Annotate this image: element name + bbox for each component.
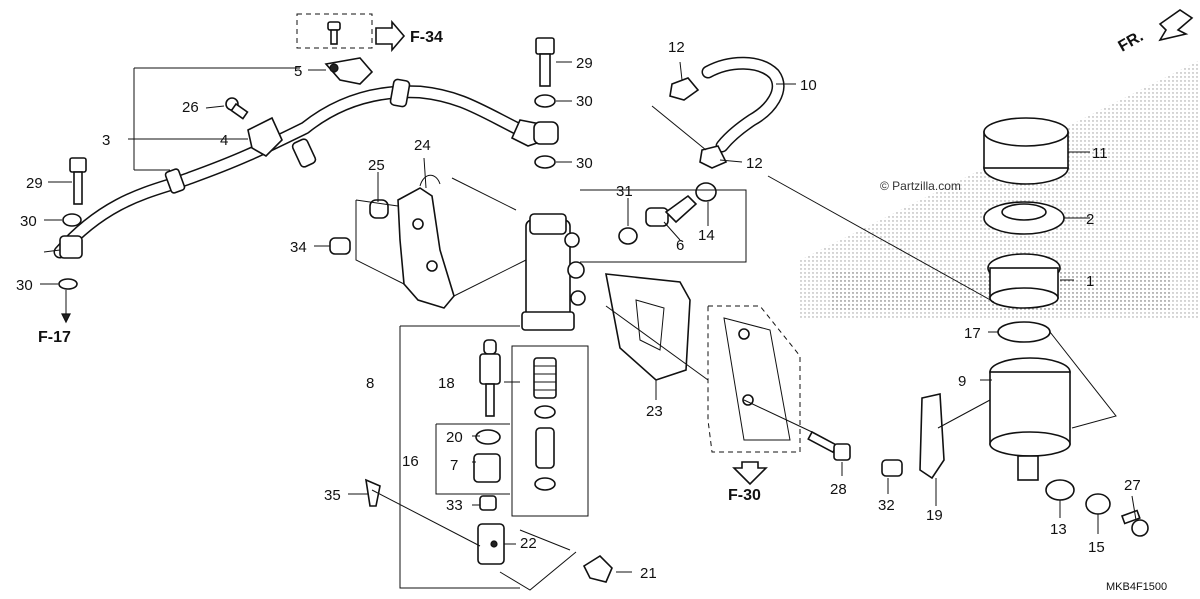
nut-33 bbox=[479, 495, 497, 511]
brake-hose bbox=[53, 78, 548, 259]
bolt-34 bbox=[329, 237, 351, 255]
callout-22: 22 bbox=[520, 535, 537, 552]
hose-clamp-12-upper bbox=[669, 77, 700, 101]
callout-16: 16 bbox=[402, 453, 419, 470]
cotter-pin-35 bbox=[364, 478, 381, 507]
callout-25: 25 bbox=[368, 157, 385, 174]
callout-31: 31 bbox=[616, 183, 633, 200]
callout-8: 8 bbox=[366, 375, 374, 392]
callout-10: 10 bbox=[800, 77, 817, 94]
callout-14: 14 bbox=[698, 227, 715, 244]
bolt-26 bbox=[225, 97, 249, 120]
banjo-bolt-top bbox=[535, 37, 555, 87]
ref-f30: F-30 bbox=[728, 487, 761, 504]
clip-21 bbox=[582, 554, 613, 583]
f30-arrow bbox=[732, 461, 768, 486]
callout-33: 33 bbox=[446, 497, 463, 514]
circlip-20 bbox=[475, 429, 501, 445]
ref-f17: F-17 bbox=[38, 329, 71, 346]
callout-17: 17 bbox=[964, 325, 981, 342]
plate-2 bbox=[983, 201, 1065, 235]
piston-spring-set bbox=[533, 357, 557, 491]
bolt-32 bbox=[881, 459, 903, 477]
boot-7 bbox=[473, 453, 501, 483]
callout-18: 18 bbox=[438, 375, 455, 392]
watermark-text: © Partzilla.com bbox=[880, 179, 961, 193]
callout-23: 23 bbox=[646, 403, 663, 420]
banjo-fitting-left bbox=[59, 235, 83, 259]
gasket-17 bbox=[997, 321, 1051, 343]
callout-30-top-2: 30 bbox=[576, 155, 593, 172]
bracket-24 bbox=[397, 187, 455, 309]
callout-34: 34 bbox=[290, 239, 307, 256]
callout-26: 26 bbox=[182, 99, 199, 116]
callout-35: 35 bbox=[324, 487, 341, 504]
callout-2: 2 bbox=[1086, 211, 1094, 228]
diagram-code: MKB4F1500 bbox=[1106, 581, 1167, 593]
callout-5: 5 bbox=[294, 63, 302, 80]
callout-3: 3 bbox=[102, 132, 110, 149]
master-cylinder bbox=[521, 213, 586, 331]
callout-27: 27 bbox=[1124, 477, 1141, 494]
callout-13: 13 bbox=[1050, 521, 1067, 538]
heat-guard-23 bbox=[605, 273, 691, 381]
diaphragm-1 bbox=[987, 253, 1061, 309]
o-ring-14 bbox=[695, 182, 717, 202]
callout-29-top: 29 bbox=[576, 55, 593, 72]
callout-19: 19 bbox=[926, 507, 943, 524]
bolt-28 bbox=[807, 430, 851, 461]
callout-7: 7 bbox=[450, 457, 458, 474]
banjo-bolt-left bbox=[69, 157, 87, 205]
stay-19 bbox=[919, 393, 945, 480]
ref-front: FR. bbox=[1116, 28, 1147, 56]
hose-joint-6 bbox=[645, 194, 698, 227]
callout-30-left-2: 30 bbox=[16, 277, 33, 294]
callout-15: 15 bbox=[1088, 539, 1105, 556]
washer-left-1 bbox=[62, 213, 82, 227]
callout-11: 11 bbox=[1092, 145, 1108, 162]
callout-6: 6 bbox=[676, 237, 684, 254]
callout-12-lower: 12 bbox=[746, 155, 763, 172]
callout-21: 21 bbox=[640, 565, 657, 582]
hose-clamp-upper bbox=[324, 57, 374, 85]
callout-4: 4 bbox=[220, 132, 228, 149]
f34-dashed-box bbox=[296, 13, 373, 49]
front-arrow bbox=[1158, 9, 1194, 42]
o-ring-31 bbox=[618, 227, 638, 245]
hose-clamp-lower bbox=[247, 116, 283, 157]
footpeg-bracket-outline bbox=[707, 305, 801, 453]
reservoir-tank-9 bbox=[989, 357, 1071, 481]
f34-arrow bbox=[375, 19, 406, 53]
push-rod-18 bbox=[479, 339, 501, 417]
callout-28: 28 bbox=[830, 481, 847, 498]
callout-30-top-1: 30 bbox=[576, 93, 593, 110]
collar-15 bbox=[1085, 493, 1111, 515]
grommet-13 bbox=[1045, 479, 1075, 501]
washer-top-1 bbox=[534, 94, 556, 108]
collar-25 bbox=[369, 199, 389, 219]
washer-left-2 bbox=[58, 278, 78, 290]
callout-30-left-1: 30 bbox=[20, 213, 37, 230]
clamp-bolt-head bbox=[329, 63, 339, 73]
callout-29-left: 29 bbox=[26, 175, 43, 192]
callout-24: 24 bbox=[414, 137, 431, 154]
callout-20: 20 bbox=[446, 429, 463, 446]
washer-top-2 bbox=[534, 155, 556, 169]
callout-1: 1 bbox=[1086, 273, 1094, 290]
banjo-fitting-top bbox=[533, 121, 559, 145]
ref-f34: F-34 bbox=[410, 29, 443, 46]
small-bolt-top bbox=[327, 21, 341, 45]
callout-32: 32 bbox=[878, 497, 895, 514]
callout-9: 9 bbox=[958, 373, 966, 390]
hose-clamp-12-lower bbox=[699, 145, 728, 169]
callout-12-upper: 12 bbox=[668, 39, 685, 56]
reservoir-cap-11 bbox=[983, 117, 1069, 185]
